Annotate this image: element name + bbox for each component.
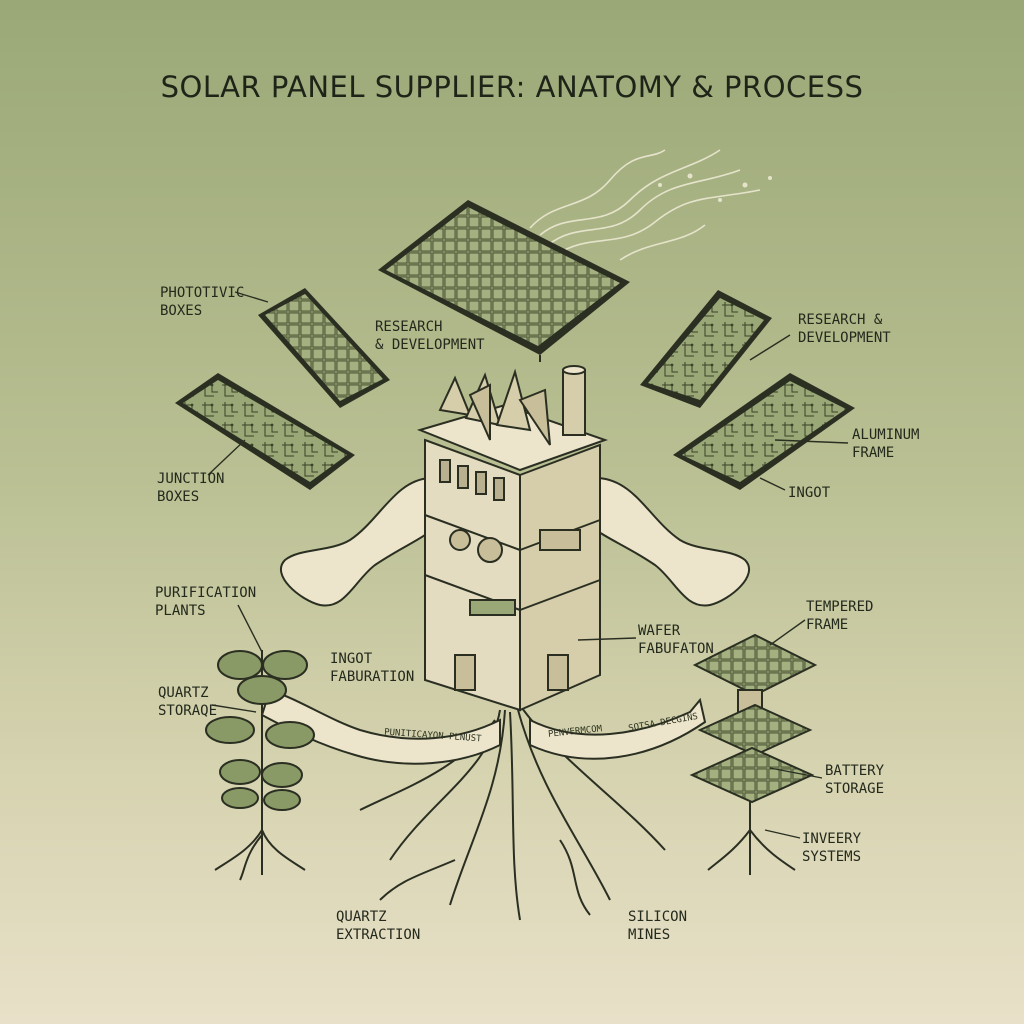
factory-arms — [280, 476, 750, 607]
top-solar-panel — [378, 200, 630, 362]
label-battery-storage: BATTERY STORAGE — [825, 763, 885, 797]
label-inveery-systems: INVEERY SYSTEMS — [802, 831, 862, 865]
label-ingot-faburation: INGOT FABURATION — [330, 651, 415, 685]
factory-building — [416, 365, 609, 712]
label-quartz-extraction: QUARTZ EXTRACTION — [336, 909, 421, 943]
label-quartz-storage: QUARTZ STORAQE — [158, 685, 218, 719]
label-rnd-left: RESEARCH & DEVELOPMENT — [375, 319, 485, 353]
steam-dots — [658, 173, 772, 202]
label-ingot: INGOT — [788, 485, 831, 501]
purification-plant — [205, 650, 315, 881]
junction-box-board — [175, 373, 355, 490]
label-junction-boxes: JUNCTION BOXES — [157, 471, 225, 505]
pipe-network — [260, 688, 707, 765]
aluminum-frame-panel — [673, 373, 855, 490]
steam-wisps — [529, 149, 761, 261]
label-aluminum-frame: ALUMINUM FRAME — [852, 427, 920, 461]
photovoltaic-panel — [258, 288, 390, 408]
rnd-circuit-board — [640, 290, 772, 408]
label-wafer-fabrication: WAFER FABUFATON — [638, 623, 714, 657]
label-photovoltaic: PHOTOTIVIC BOXES — [160, 285, 245, 319]
label-tempered-frame: TEMPERED FRAME — [806, 599, 874, 633]
tempered-frame-tower — [689, 633, 818, 875]
diagram-title: SOLAR PANEL SUPPLIER: ANATOMY & PROCESS — [160, 70, 864, 104]
label-silicon-mines: SILICON MINES — [628, 909, 688, 943]
factory-roots — [359, 707, 666, 921]
label-rnd-right: RESEARCH & DEVELOPMENT — [798, 312, 891, 346]
leader-lines — [207, 291, 849, 839]
label-purification-plants: PURIFICATION PLANTS — [155, 585, 257, 619]
